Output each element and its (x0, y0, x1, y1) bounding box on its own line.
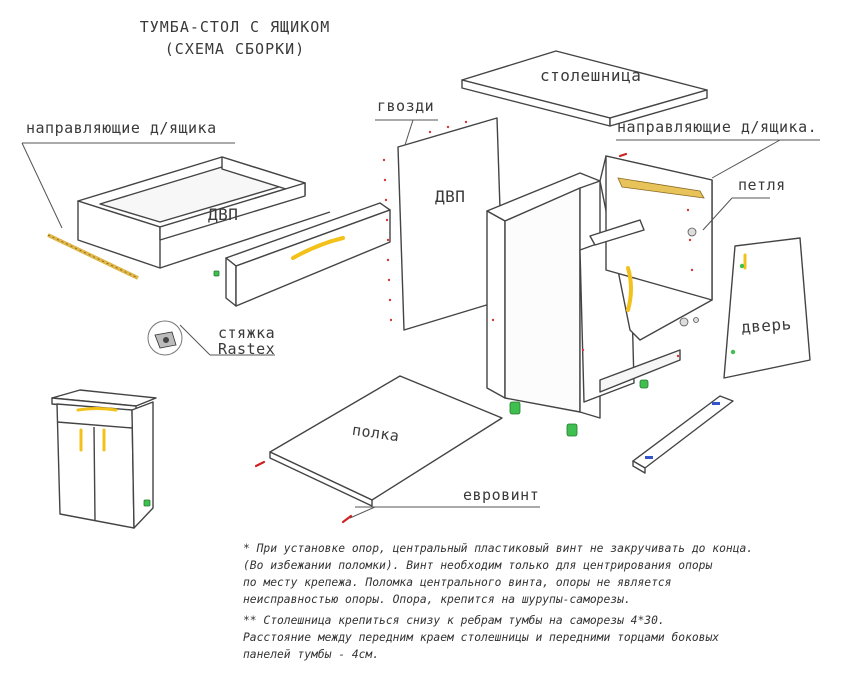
label-fibreboard-back: ДВП (435, 187, 466, 206)
leg-icon (566, 423, 578, 437)
door-panel (723, 237, 811, 379)
note-2-line-2: Расстояние между передним краем столешни… (243, 631, 720, 644)
eurobolt-icon (618, 152, 628, 158)
eurobolt-icon (341, 514, 353, 524)
rastex-coupler-icon (147, 320, 183, 356)
leader-lines (21, 119, 820, 519)
label-coupler-line1: стяжка (218, 324, 276, 342)
plinth-fixing-mark (645, 456, 653, 459)
label-fibreboard-drawer: ДВП (208, 205, 239, 224)
label-drawer-rails-left: направляющие д/ящика (26, 119, 217, 137)
note-1-line-1: * При установке опор, центральный пласти… (243, 542, 754, 555)
label-countertop: столешница (540, 66, 642, 85)
shelf-panel (269, 375, 503, 507)
drawer-front-handle (291, 236, 345, 260)
label-eurobolt: евровинт (463, 486, 540, 504)
cabinet-drawer-handle (76, 407, 118, 412)
cabinet-carcass (486, 155, 713, 419)
countertop-panel (461, 50, 708, 127)
leg-icon (509, 401, 521, 415)
nails-dots (382, 120, 694, 358)
hinge-icon (679, 227, 699, 327)
note-2-line-1: ** Столешница крепиться снизу к ребрам т… (243, 614, 665, 627)
assembled-cabinet (51, 389, 157, 529)
diagram-title: ТУМБА-СТОЛ С ЯЩИКОМ (СХЕМА СБОРКИ) (120, 18, 350, 58)
plinth-strip (632, 395, 734, 474)
leg-icon (213, 270, 220, 277)
label-drawer-rails-right: направляющие д/ящика. (617, 118, 818, 136)
leg-icon (639, 379, 649, 389)
note-2-line-3: панелей тумбы - 4см. (243, 648, 380, 661)
note-2: ** Столешница крепиться снизу к ребрам т… (243, 612, 843, 663)
drawer-box (77, 156, 331, 269)
title-line-1: ТУМБА-СТОЛ С ЯЩИКОМ (139, 18, 331, 36)
plinth-fixing-mark (712, 402, 720, 405)
door-hinge-hole (739, 263, 745, 269)
label-door: дверь (740, 314, 793, 337)
note-1-line-3: по месту крепежа. Поломка центрального в… (243, 576, 672, 589)
eurobolt-icon (254, 460, 266, 468)
label-coupler-line2: Rastex (218, 340, 276, 358)
label-nails: гвозди (377, 97, 435, 115)
drawer-rail-left (47, 233, 139, 280)
carcass-door-handle (626, 266, 633, 312)
note-1-line-4: неисправностью опоры. Опора, крепится на… (243, 593, 631, 606)
note-1-line-2: (Во избежании поломки). Винт необходим т… (243, 559, 713, 572)
drawer-rail-right (617, 177, 705, 199)
door-hinge-hole (730, 349, 736, 355)
label-hinge: петля (738, 176, 786, 194)
note-1: * При установке опор, центральный пласти… (243, 540, 843, 608)
drawer-front (225, 202, 391, 307)
title-line-2: (СХЕМА СБОРКИ) (164, 40, 306, 58)
leg-icon (143, 499, 151, 507)
assembly-notes: * При установке опор, центральный пласти… (243, 540, 843, 667)
